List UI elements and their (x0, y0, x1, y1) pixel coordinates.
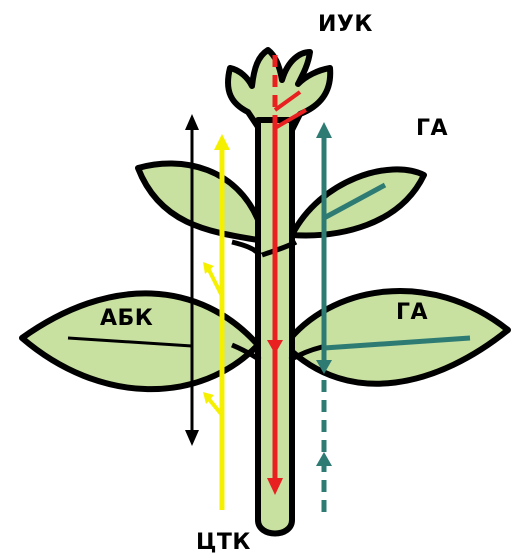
label-ga-top: ГА (416, 116, 448, 141)
label-ctk: ЦТК (196, 530, 251, 555)
label-iuk: ИУК (318, 12, 373, 37)
label-ga-leaf: ГА (396, 300, 428, 325)
label-abk: АБК (100, 306, 153, 331)
upper-left-leaf (138, 163, 262, 240)
